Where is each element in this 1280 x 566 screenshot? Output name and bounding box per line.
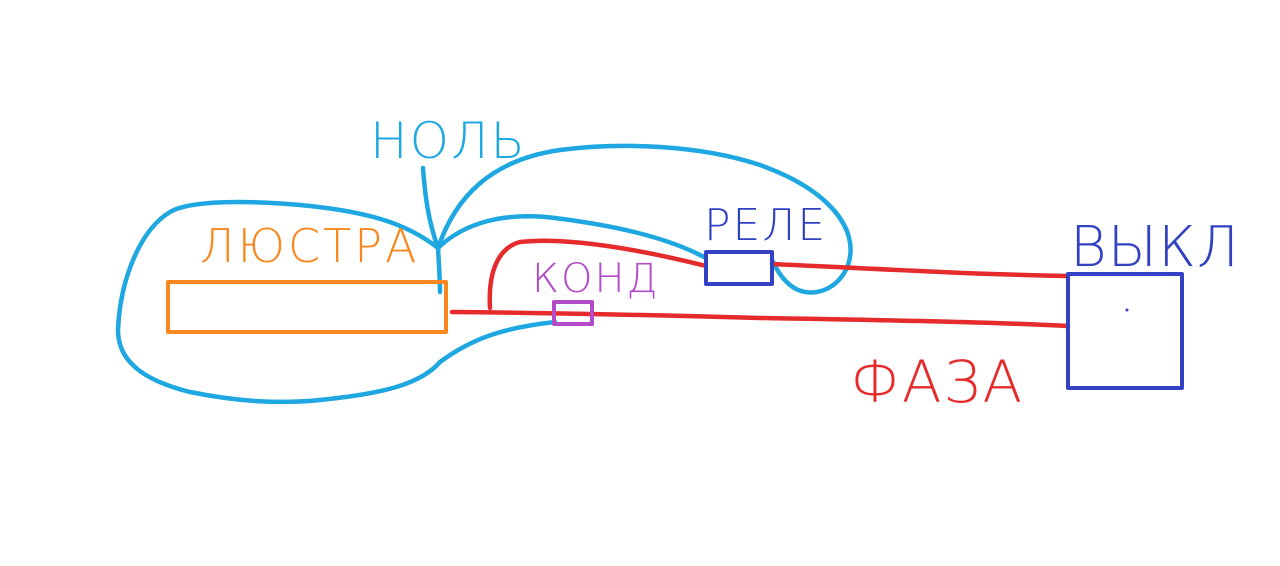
capacitor-box	[552, 300, 594, 326]
neutral-label: НОЛЬ	[370, 112, 527, 170]
neutral-wire-to-relay	[435, 214, 709, 261]
neutral-wire-stem	[435, 245, 443, 295]
chandelier-box	[166, 280, 448, 334]
switch-dot	[1125, 308, 1129, 312]
relay-label: РЕЛЕ	[704, 200, 827, 251]
neutral-wire-outer-loop	[115, 165, 558, 405]
phase-wire-relay-loop	[487, 238, 709, 311]
relay-box	[704, 250, 774, 286]
switch-label: ВЫКЛ	[1070, 215, 1240, 280]
phase-wire-top	[769, 261, 1071, 279]
neutral-wire-big-loop	[435, 143, 853, 295]
capacitor-label: КОНД	[532, 256, 660, 302]
phase-wires	[449, 238, 1071, 329]
neutral-wires	[115, 143, 853, 405]
switch-box	[1066, 272, 1184, 390]
chandelier-label: ЛЮСТРА	[200, 219, 419, 273]
phase-wire-bottom	[449, 309, 1071, 329]
phase-label: ФАЗА	[850, 348, 1024, 416]
